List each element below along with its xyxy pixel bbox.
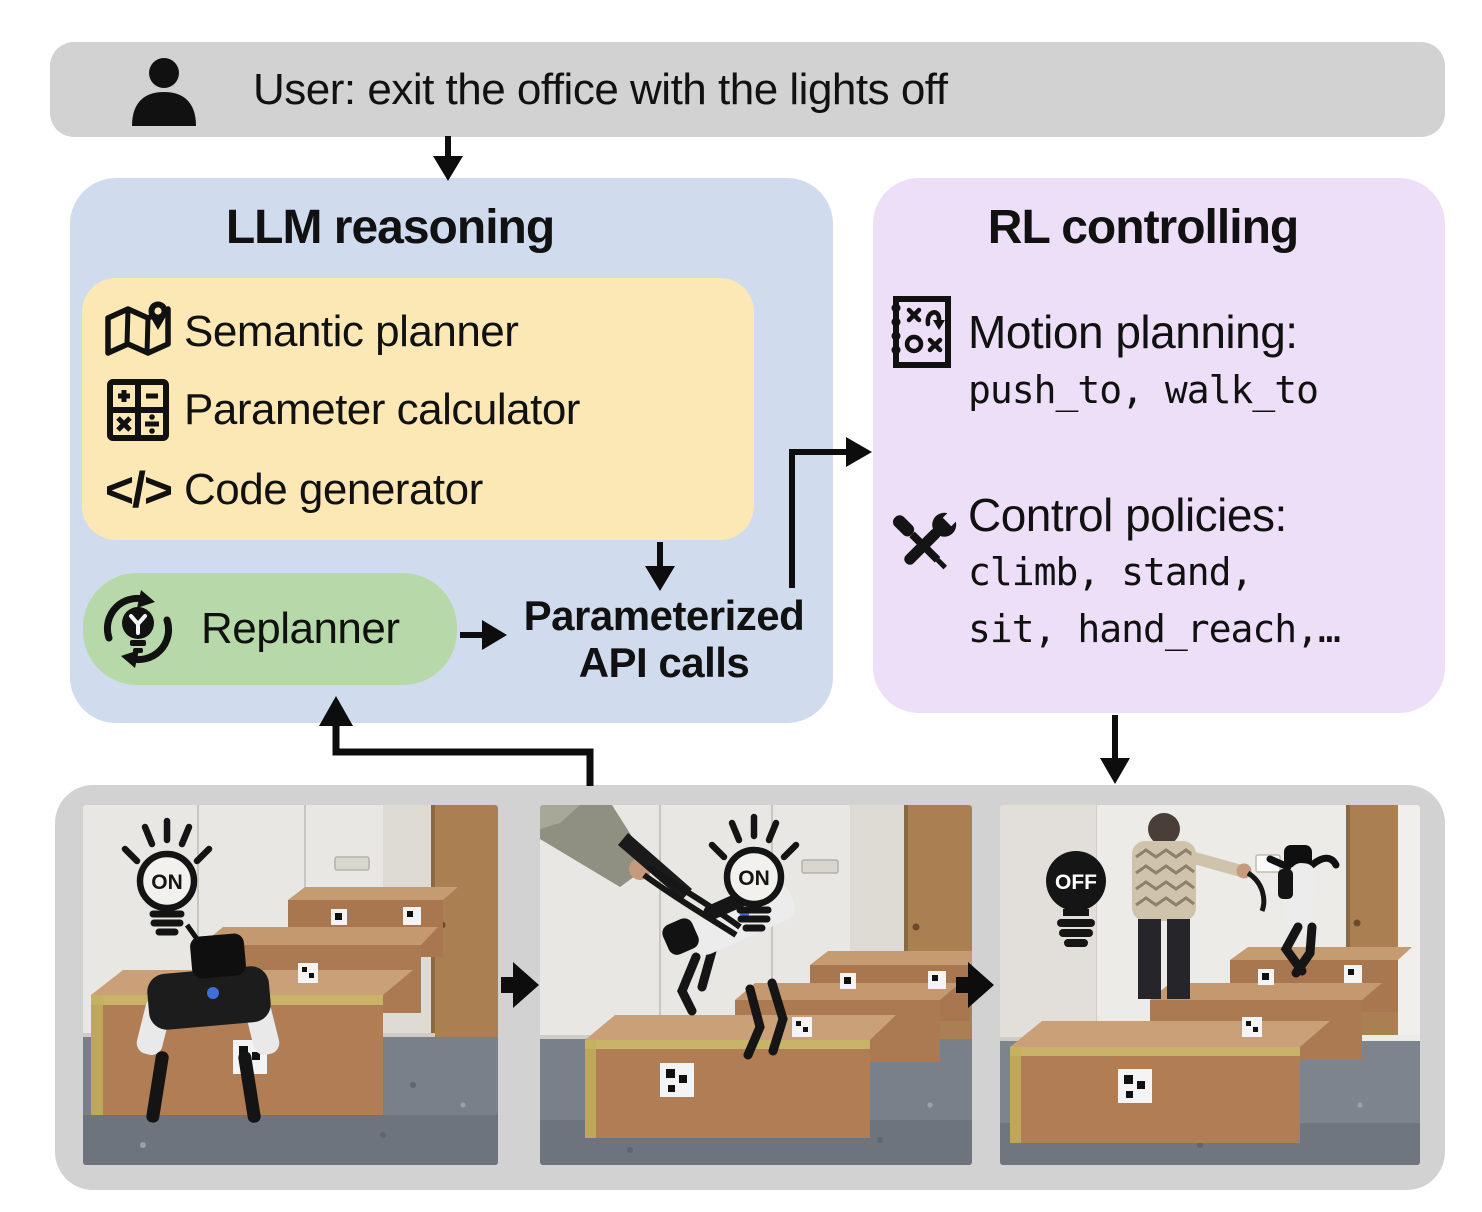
handler-arm-and-leash <box>540 805 742 938</box>
api-calls-line1: Parameterized <box>523 592 805 639</box>
control-policies-label: Control policies: <box>968 489 1287 541</box>
control-policies-code-line1: climb, stand, <box>968 550 1253 594</box>
robot-dog <box>136 923 280 1123</box>
svg-text:ON: ON <box>738 867 770 890</box>
crossed-tools-icon <box>892 507 962 570</box>
robot-standing <box>1266 845 1340 978</box>
module-label-parameter-calculator: Parameter calculator <box>184 385 580 434</box>
replan-bulb-icon <box>103 590 173 668</box>
llm-reasoning-box: LLM reasoning Semantic planner <box>70 178 833 723</box>
motion-planning-label: Motion planning: <box>968 306 1298 358</box>
photo-sequence-arrow <box>501 962 539 1008</box>
llm-box-title: LLM reasoning <box>225 201 555 254</box>
ar-tag <box>331 907 421 925</box>
person <box>1132 813 1267 999</box>
replanner-label: Replanner <box>201 604 400 653</box>
photo-sequence-arrow <box>956 962 994 1008</box>
ar-tag <box>1258 965 1362 985</box>
light-off-icon: OFF <box>1046 851 1106 947</box>
user-instruction-bar: User: exit the office with the lights of… <box>50 42 1445 137</box>
experiment-photo-strip: ON <box>55 785 1445 1190</box>
api-calls-line2: API calls <box>578 639 750 686</box>
parameterized-api-calls-label: Parameterized API calls <box>504 592 824 686</box>
svg-text:ON: ON <box>151 871 183 894</box>
user-instruction-text: User: exit the office with the lights of… <box>253 64 948 114</box>
module-label-code-generator: Code generator <box>184 465 483 514</box>
rl-box-title: RL controlling <box>987 201 1299 254</box>
light-on-icon: ON <box>121 817 213 936</box>
arrow-feedback-to-replanner <box>332 722 594 786</box>
control-policies-code-line2: sit, hand_reach,… <box>968 607 1341 651</box>
photo-robot-approaching-stairs: ON <box>83 805 498 1165</box>
strategy-notepad-icon <box>891 296 951 368</box>
photo-robot-switching-light-off: OFF <box>1000 805 1420 1165</box>
motion-planning-code: push_to, walk_to <box>968 368 1319 412</box>
light-on-icon: ON <box>708 813 800 932</box>
photo-robot-climbing-with-leash: ON <box>540 805 972 1165</box>
ar-tag <box>298 963 318 983</box>
cardboard-stairs <box>1010 947 1412 1143</box>
svg-text:OFF: OFF <box>1055 871 1097 894</box>
user-icon <box>132 58 196 126</box>
map-pin-icon <box>98 292 178 372</box>
ar-tag <box>660 1063 694 1097</box>
ar-tag <box>1118 1069 1152 1103</box>
replanner-box: Replanner <box>83 573 457 685</box>
ar-tag <box>840 971 946 989</box>
ar-tag <box>792 1017 812 1037</box>
calculator-icon <box>98 370 178 450</box>
ar-tag <box>1242 1017 1262 1037</box>
module-label-semantic-planner: Semantic planner <box>184 307 519 356</box>
llm-modules-panel: Semantic planner <box>82 278 754 540</box>
code-icon: </> <box>104 462 173 518</box>
cardboard-stairs <box>585 951 972 1138</box>
rl-controlling-box: RL controlling Motion planning: push_to,… <box>873 178 1445 713</box>
